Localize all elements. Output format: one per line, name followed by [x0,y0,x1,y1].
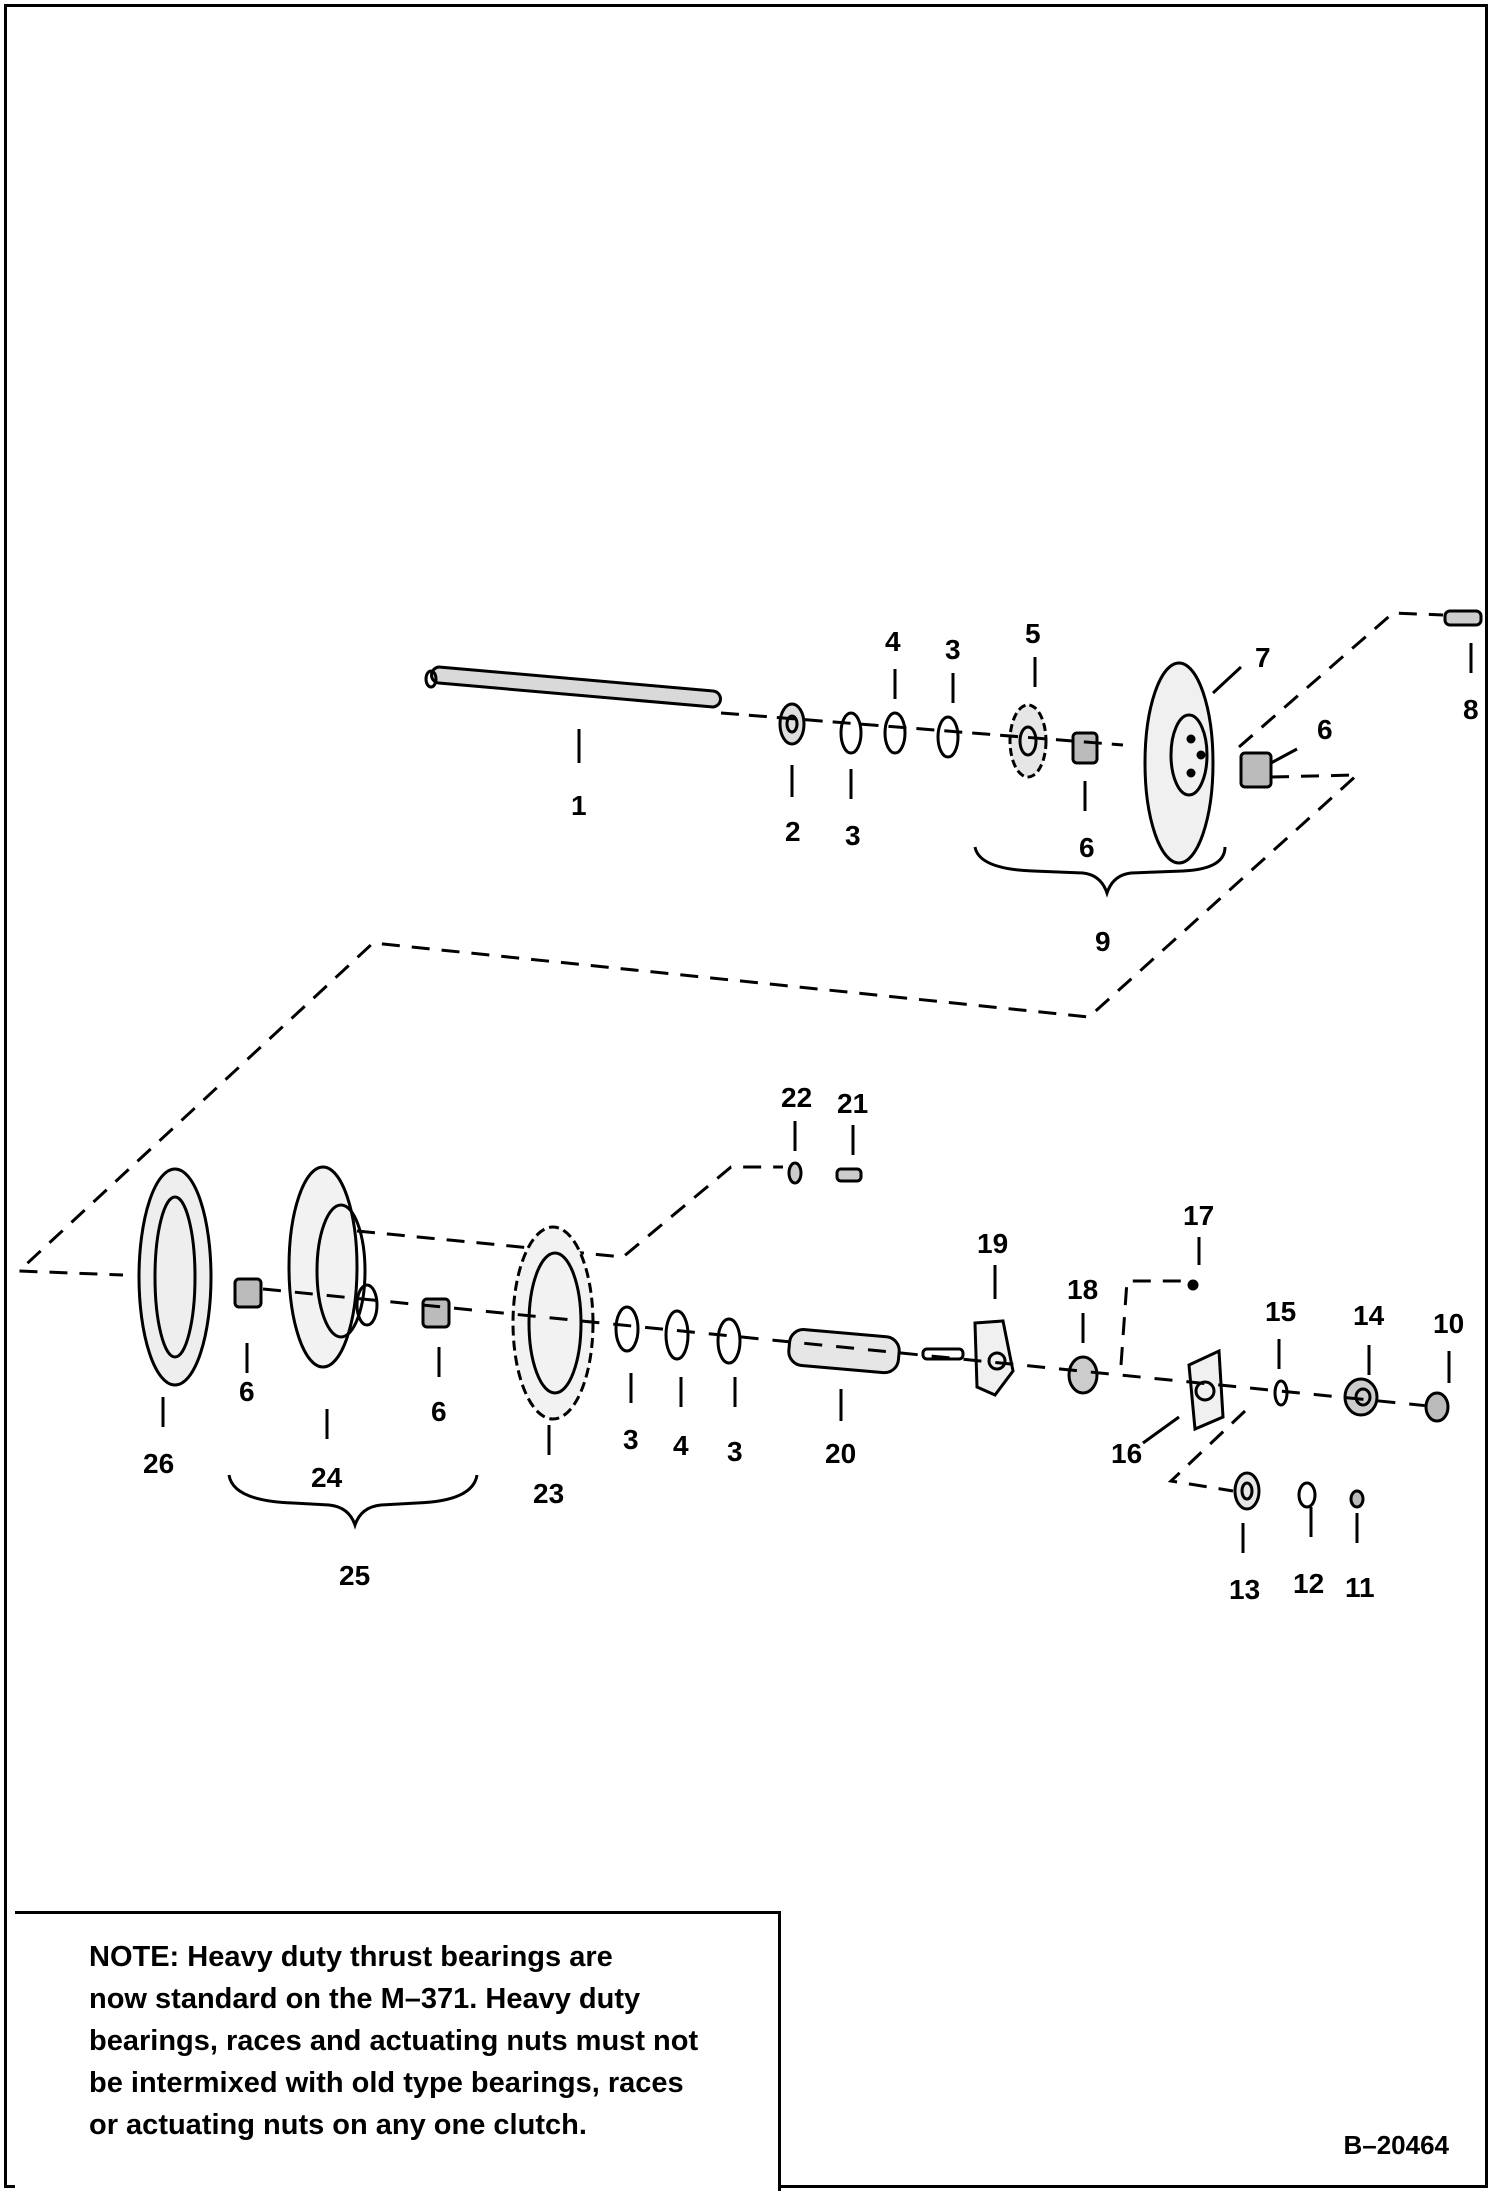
dashed-connector-upper [1238,611,1444,749]
race-part-3-upper-b [936,715,960,759]
bearing-part-4-upper [883,711,907,755]
nut-part-18 [1067,1355,1099,1395]
callout-6a: 6 [1079,832,1095,863]
callout-14: 14 [1353,1300,1385,1331]
needle-bearing-part-6-lower-a [233,1277,263,1309]
callout-22: 22 [781,1082,812,1113]
callout-16: 16 [1111,1438,1142,1469]
callout-10: 10 [1433,1308,1464,1339]
callout-3c: 3 [623,1424,639,1455]
bolt-part-8 [1443,609,1483,627]
bearing-part-4-lower [664,1309,690,1361]
callout-26: 26 [143,1448,174,1479]
pin-part-17 [1187,1279,1199,1291]
diagram-frame: 1 2 3 4 3 5 6 7 6 8 9 22 21 17 19 18 15 … [4,4,1488,2191]
brace-part-25 [227,1474,479,1530]
dashed-connector-mid [356,1165,783,1259]
dashed-connector-16 [1167,1409,1247,1493]
callout-6c: 6 [239,1376,255,1407]
callout-4b: 4 [673,1430,689,1461]
callout-9: 9 [1095,926,1111,957]
dashed-connector-17 [1119,1279,1187,1366]
race-part-3-lower-b [716,1317,742,1365]
callout-3d: 3 [727,1436,743,1467]
callout-15: 15 [1265,1296,1296,1327]
callout-17: 17 [1183,1200,1214,1231]
callout-21: 21 [837,1088,868,1119]
race-part-3-lower-a [614,1305,640,1353]
washer-part-2 [778,702,806,746]
needle-bearing-part-6-lower-b [421,1297,451,1329]
callout-11: 11 [1345,1572,1375,1603]
nut-part-11 [1349,1489,1365,1509]
pressure-plate-part-24 [287,1165,379,1369]
callout-6b: 6 [1317,714,1333,745]
setscrew-part-22 [787,1161,803,1185]
callout-12: 12 [1293,1568,1324,1599]
needle-bearing-part-6-upper-b [1239,751,1273,789]
callout-23: 23 [533,1478,564,1509]
callout-2: 2 [785,816,801,847]
callout-20: 20 [825,1438,856,1469]
actuating-lever-part-19 [973,1319,1015,1397]
cap-part-10 [1424,1391,1450,1423]
callout-4a: 4 [885,626,901,657]
note-box: NOTE: Heavy duty thrust bearings are now… [15,1911,781,2191]
washer-part-13 [1233,1471,1261,1511]
callout-24: 24 [311,1462,343,1493]
callout-3b: 3 [945,634,961,665]
note-text: NOTE: Heavy duty thrust bearings are now… [89,1941,699,2141]
friction-disc-part-26 [137,1167,213,1387]
lockwasher-part-12 [1297,1481,1317,1509]
drawing-number: B–20464 [1343,2130,1449,2160]
sprocket-part-23 [511,1225,595,1421]
callout-19: 19 [977,1228,1008,1259]
callout-5: 5 [1025,618,1041,649]
callout-18: 18 [1067,1274,1098,1305]
callout-7: 7 [1255,642,1271,673]
shaft-part-1 [424,665,722,709]
nut-part-14 [1343,1377,1379,1417]
exploded-parts-diagram: 1 2 3 4 3 5 6 7 6 8 9 22 21 17 19 18 15 … [15,609,1483,1605]
tube-part-20 [787,1328,965,1375]
dashed-connector-upper-b [15,773,1362,1277]
callout-1: 1 [571,790,587,821]
race-part-3-upper-a [839,711,863,755]
callout-3a: 3 [845,820,861,851]
brace-part-9 [973,846,1227,898]
callout-6d: 6 [431,1396,447,1427]
callout-25: 25 [339,1560,370,1591]
bracket-part-16 [1187,1348,1225,1432]
callout-8: 8 [1463,694,1479,725]
sprocket-part-5 [1008,703,1048,779]
hub-part-7 [1143,661,1215,865]
callout-13: 13 [1229,1574,1260,1605]
screw-part-21 [835,1167,863,1183]
needle-bearing-part-6-upper-a [1071,731,1099,765]
